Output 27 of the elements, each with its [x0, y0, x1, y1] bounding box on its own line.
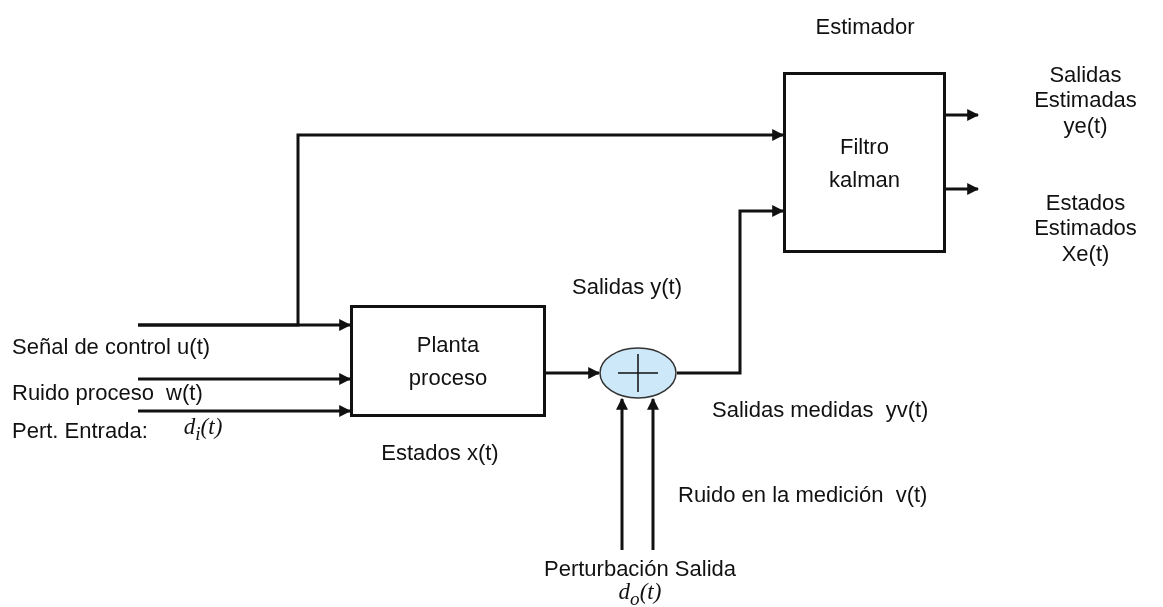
- signal-label: Perturbación Salida: [543, 556, 737, 582]
- arrow: [138, 129, 785, 327]
- node-caption: Estimador: [814, 14, 916, 40]
- arrow: [946, 109, 980, 121]
- signal-label: Salidas y(t): [572, 274, 684, 300]
- arrow: [546, 367, 601, 379]
- block-label: Planta proceso: [407, 331, 489, 392]
- signal-label: Salidas medidas yv(t): [712, 397, 930, 423]
- node-caption: Estados x(t): [380, 440, 500, 466]
- arrow: [616, 397, 628, 550]
- signal-label: Ruido en la medición v(t): [678, 482, 929, 508]
- arrow: [138, 373, 352, 385]
- signal-label: Señal de control u(t): [12, 335, 211, 360]
- process-box: [350, 305, 546, 417]
- signal-symbol: d$_{o}$(t): [617, 580, 663, 607]
- block-label: Filtro kalman: [828, 132, 901, 194]
- signal-label: Pert. Entrada:: [12, 419, 148, 444]
- signal-label: Ruido proceso w(t): [12, 381, 203, 406]
- arrow: [138, 405, 352, 417]
- arrow: [677, 205, 785, 375]
- signal-symbol: d$_{i}$(t): [183, 415, 223, 443]
- arrow: [647, 397, 659, 550]
- process-box: [783, 72, 946, 253]
- signal-label: Salidas Estimadas ye(t): [1033, 62, 1138, 138]
- arrow: [946, 183, 980, 195]
- signal-label: Estados Estimados Xe(t): [1033, 190, 1138, 266]
- summing-junction: [599, 347, 677, 399]
